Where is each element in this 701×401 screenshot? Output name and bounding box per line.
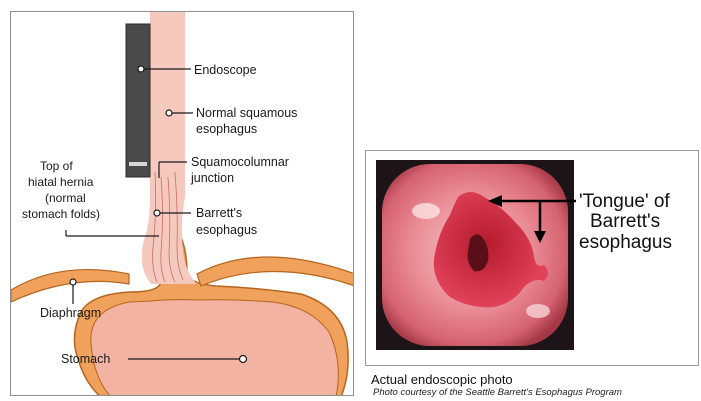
endoscope-shaft bbox=[126, 24, 150, 177]
label-squamocolumnar-2: junction bbox=[190, 171, 234, 185]
annotation-line-2: Barrett's bbox=[590, 211, 660, 232]
highlight-1 bbox=[412, 203, 440, 219]
label-hernia-3: (normal bbox=[45, 191, 86, 205]
photo-credit: Photo courtesy of the Seattle Barrett's … bbox=[373, 387, 701, 399]
annotation-line-3: esophagus bbox=[579, 232, 672, 253]
label-squamocolumnar-1: Squamocolumnar bbox=[191, 155, 289, 169]
endoscopic-photo: 'Tongue' of Barrett's esophagus bbox=[366, 151, 700, 367]
esophagus-diagram: Endoscope Normal squamous esophagus Squa… bbox=[10, 11, 354, 396]
label-endoscope: Endoscope bbox=[194, 63, 257, 77]
stomach-body bbox=[91, 300, 338, 396]
label-normal-squamous-2: esophagus bbox=[196, 122, 257, 136]
highlight-2 bbox=[526, 304, 550, 318]
label-hernia-4: stomach folds) bbox=[22, 207, 100, 221]
photo-caption: Actual endoscopic photo bbox=[371, 372, 701, 387]
diagram-illustration: Endoscope Normal squamous esophagus Squa… bbox=[11, 12, 354, 396]
label-stomach: Stomach bbox=[61, 352, 110, 366]
label-barretts-1: Barrett's bbox=[196, 206, 242, 220]
label-hernia-2: hiatal hernia bbox=[28, 175, 94, 189]
endoscopic-photo-panel: 'Tongue' of Barrett's esophagus bbox=[365, 150, 699, 366]
label-diaphragm: Diaphragm bbox=[40, 306, 101, 320]
label-hernia-1: Top of bbox=[40, 159, 73, 173]
annotation-line-1: 'Tongue' of bbox=[579, 191, 670, 212]
endoscope-tip bbox=[129, 162, 147, 166]
label-normal-squamous-1: Normal squamous bbox=[196, 106, 297, 120]
label-barretts-2: esophagus bbox=[196, 223, 257, 237]
diaphragm-right bbox=[197, 257, 354, 286]
